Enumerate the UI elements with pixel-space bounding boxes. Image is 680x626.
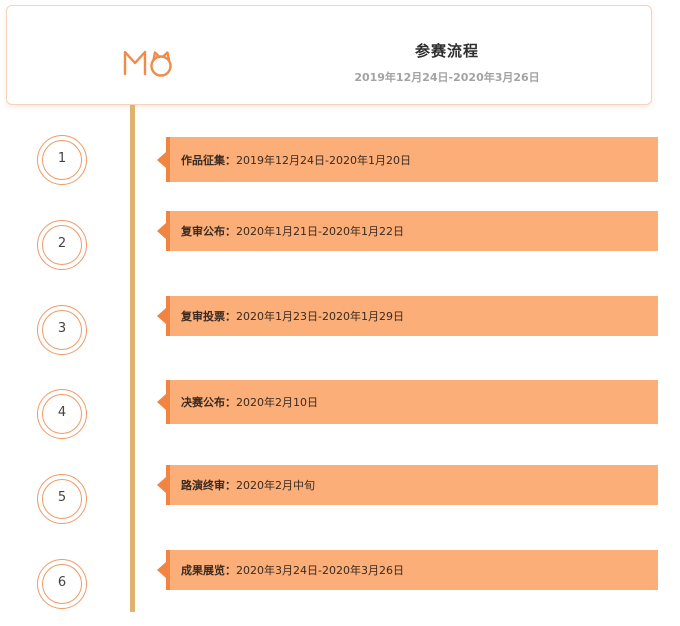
- step-bar: 作品征集：2019年12月24日-2020年1月20日: [157, 137, 658, 182]
- step-number-circle: 6: [37, 559, 87, 609]
- step-text: 决赛公布：2020年2月10日: [181, 394, 648, 410]
- page-title: 参赛流程: [414, 42, 479, 60]
- step-text: 成果展览：2020年3月24日-2020年3月26日: [181, 562, 648, 578]
- step-number-circle: 1: [37, 135, 87, 185]
- step-date: 2020年2月10日: [236, 396, 318, 409]
- step-text: 复审公布：2020年1月21日-2020年1月22日: [181, 223, 648, 239]
- step-bar: 路演终审：2020年2月中旬: [157, 465, 658, 505]
- step-label: 成果展览：: [181, 564, 236, 577]
- step-number: 6: [57, 575, 67, 590]
- step-number-circle: 2: [37, 220, 87, 270]
- timeline-line: [130, 105, 135, 612]
- step-label: 路演终审：: [181, 479, 236, 492]
- step-label: 复审公布：: [181, 225, 236, 238]
- step-bar: 复审公布：2020年1月21日-2020年1月22日: [157, 211, 658, 251]
- step-text: 作品征集：2019年12月24日-2020年1月20日: [181, 152, 648, 168]
- step-date: 2020年1月21日-2020年1月22日: [236, 225, 404, 238]
- step-text: 复审投票：2020年1月23日-2020年1月29日: [181, 308, 648, 324]
- date-range: 2019年12月24日-2020年3月26日: [354, 71, 540, 84]
- step-label: 复审投票：: [181, 310, 236, 323]
- step-date: 2020年3月24日-2020年3月26日: [236, 564, 404, 577]
- step-number: 5: [57, 490, 67, 505]
- step-date: 2020年1月23日-2020年1月29日: [236, 310, 404, 323]
- step-label: 作品征集：: [181, 153, 236, 167]
- step-bar: 决赛公布：2020年2月10日: [157, 380, 658, 424]
- step-label: 决赛公布：: [181, 396, 236, 409]
- step-number-circle: 5: [37, 474, 87, 524]
- step-number: 4: [57, 405, 67, 420]
- step-bar: 复审投票：2020年1月23日-2020年1月29日: [157, 296, 658, 336]
- step-number-circle: 3: [37, 305, 87, 355]
- step-date: 2020年2月中旬: [236, 479, 315, 492]
- step-text: 路演终审：2020年2月中旬: [181, 477, 648, 493]
- step-number: 2: [57, 236, 67, 251]
- cat-mo-logo-icon: [123, 50, 172, 77]
- header-card: 参赛流程 2019年12月24日-2020年3月26日: [6, 5, 652, 105]
- step-number: 3: [57, 321, 67, 336]
- step-date: 2019年12月24日-2020年1月20日: [236, 153, 411, 167]
- step-number: 1: [57, 151, 67, 166]
- step-bar: 成果展览：2020年3月24日-2020年3月26日: [157, 550, 658, 590]
- step-number-circle: 4: [37, 389, 87, 439]
